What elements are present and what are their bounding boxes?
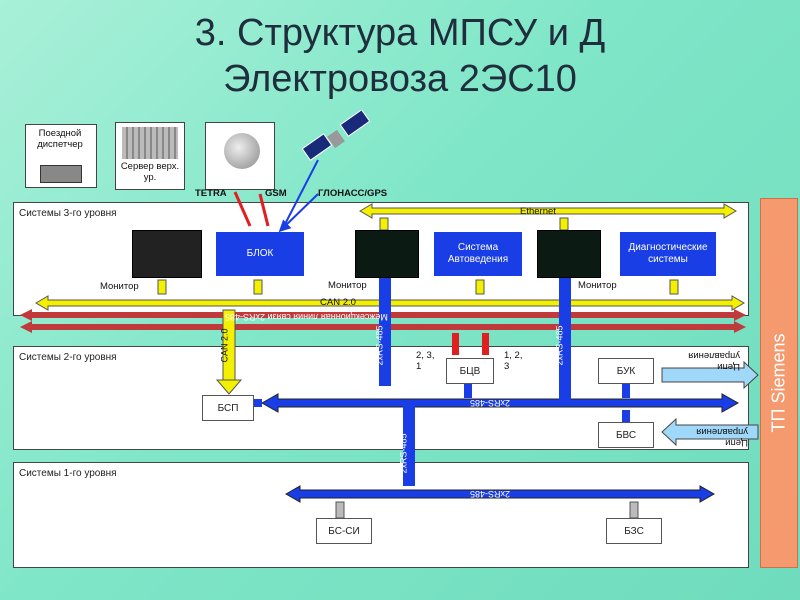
server-box: Сервер верх. ур. [115, 122, 185, 190]
rs485-vertical-b [559, 278, 571, 400]
antenna-box [205, 122, 275, 190]
dashboard-monitor-icon [132, 230, 202, 278]
level2-label: Системы 2-го уровня [19, 352, 117, 363]
server-icon [122, 127, 178, 159]
siemens-bar: ТП Siemens [760, 198, 798, 568]
bssi-box: БС-СИ [316, 518, 372, 544]
ethernet-label: Ethernet [520, 206, 556, 217]
gps-link [278, 193, 319, 233]
interlink-label: Межсекционная линия связи 2xRS-485 [225, 312, 388, 322]
title-line-2: Электровоза 2ЭС10 [223, 58, 577, 100]
control-arrow-1 [661, 360, 759, 390]
control-label-1: Цепи управления [688, 350, 740, 372]
computer-icon [40, 165, 82, 183]
rs485-vertical-level1-label: 2xRS-485 [398, 433, 409, 474]
satellite-dish-icon [224, 133, 260, 169]
can-vertical-label: CAN 2.0 [219, 328, 230, 363]
gps-link-up [282, 159, 319, 229]
level1-box: Системы 1-го уровня [13, 462, 749, 568]
avto-box: Система Автоведения [434, 232, 522, 276]
rs485-vertical-level1 [403, 406, 415, 486]
rs485-vertical-a-label: 2xRS-485 [374, 325, 385, 366]
rs485-vertical-b-label: 2xRS-485 [554, 325, 565, 366]
diag-box: Диагностические системы [620, 232, 716, 276]
server-label: Сервер верх. ур. [120, 161, 180, 183]
level2-bus [260, 393, 740, 413]
buk-box: БУК [598, 358, 654, 384]
ethernet-bus [359, 203, 737, 219]
level1-bus [284, 485, 716, 503]
gsm-link [258, 193, 270, 227]
can-label: CAN 2.0 [320, 297, 356, 308]
blok-box: БЛОК [216, 232, 304, 276]
bzs-box: БЗС [606, 518, 662, 544]
monitor-screen-2-icon [537, 230, 601, 278]
tetra-label: TETRA [195, 188, 227, 199]
gsm-label: GSM [265, 188, 287, 199]
monitor-label-1: Монитор [100, 281, 139, 292]
numbers-label-1: 2, 3, 1 [416, 350, 435, 372]
level1-bus-label: 2xRS-485 [470, 489, 511, 499]
control-arrow-2 [661, 417, 759, 447]
bcv-box: БЦВ [446, 358, 494, 384]
tetra-link [233, 191, 252, 227]
control-label-2: Цепи управления [696, 426, 748, 448]
dispatcher-box: Поездной диспетчер [25, 124, 97, 188]
monitor-screen-1-icon [355, 230, 419, 278]
level3-label: Системы 3-го уровня [19, 208, 117, 219]
monitor-label-3: Монитор [578, 280, 617, 291]
glonass-label: ГЛОНАСС/GPS [318, 188, 388, 199]
title-line-1: 3. Структура МПСУ и Д [194, 12, 606, 54]
satellite-icon [301, 110, 371, 161]
bsp-box: БСП [202, 395, 254, 421]
rs485-vertical-a [379, 278, 391, 386]
dispatcher-label: Поездной диспетчер [37, 128, 83, 150]
level2-bus-label: 2xRS-485 [470, 398, 511, 408]
bvs-box: БВС [598, 422, 654, 448]
level1-label: Системы 1-го уровня [19, 468, 117, 479]
monitor-label-2: Монитор [328, 280, 367, 291]
numbers-label-2: 1, 2, 3 [504, 350, 523, 372]
